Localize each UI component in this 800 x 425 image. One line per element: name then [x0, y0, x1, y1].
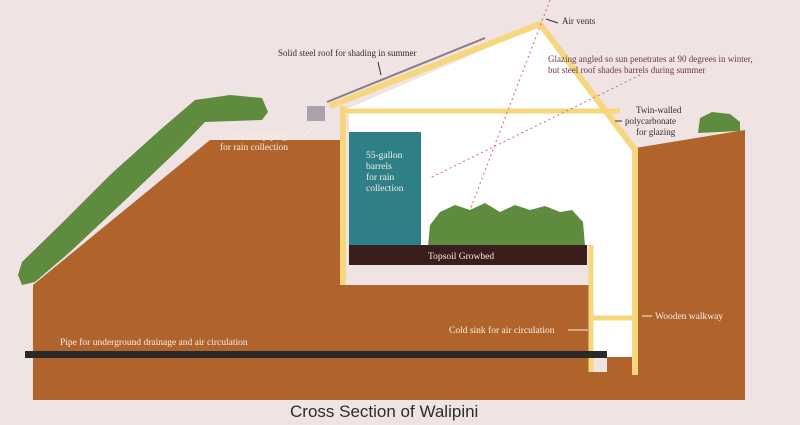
label-polycarbonate-2: polycarbonate: [625, 116, 676, 126]
label-polycarbonate-3: for glazing: [636, 127, 676, 137]
gutter-box: [307, 106, 325, 121]
steel-roof-leader: [377, 61, 382, 76]
label-glazing-1: Glazing angled so sun penetrates at 90 d…: [548, 54, 753, 64]
label-growbed: Topsoil Growbed: [428, 252, 494, 262]
air-vents-leader: [545, 18, 559, 24]
steel-roof: [326, 37, 486, 103]
plants: [428, 203, 585, 246]
label-air-vents: Air vents: [562, 16, 596, 26]
label-gutter-2: for rain collection: [220, 142, 288, 153]
greenhouse-interior: [345, 25, 632, 357]
label-barrels-1: 55-gallon: [366, 151, 403, 161]
label-steel-roof: Solid steel roof for shading in summer: [278, 48, 416, 58]
gutter-leader: [301, 122, 319, 139]
label-gutter-1: Gutter and piping: [220, 132, 287, 142]
rain-barrels: [349, 132, 421, 245]
topsoil-growbed: [349, 245, 587, 265]
label-cold-sink: Cold sink for air circulation: [449, 325, 555, 336]
roof-frame: [328, 20, 638, 152]
label-barrels-4: collection: [366, 184, 404, 194]
label-glazing-2: but steel roof shades barrels during sum…: [548, 65, 705, 75]
diagram-title: Cross Section of Walipini: [290, 402, 478, 421]
label-polycarbonate-1: Twin-walled: [636, 105, 682, 115]
sun-ray-summer: [429, 74, 641, 179]
drainage-pipe: [25, 351, 607, 358]
label-pipe: Pipe for underground drainage and air ci…: [60, 337, 248, 348]
label-barrels-3: for rain: [366, 172, 394, 183]
hedge-right: [698, 112, 740, 133]
hedge-slope: [18, 95, 268, 285]
label-barrels-2: barrels: [366, 162, 392, 172]
soil-left: [33, 130, 745, 400]
label-walkway: Wooden walkway: [655, 312, 723, 322]
